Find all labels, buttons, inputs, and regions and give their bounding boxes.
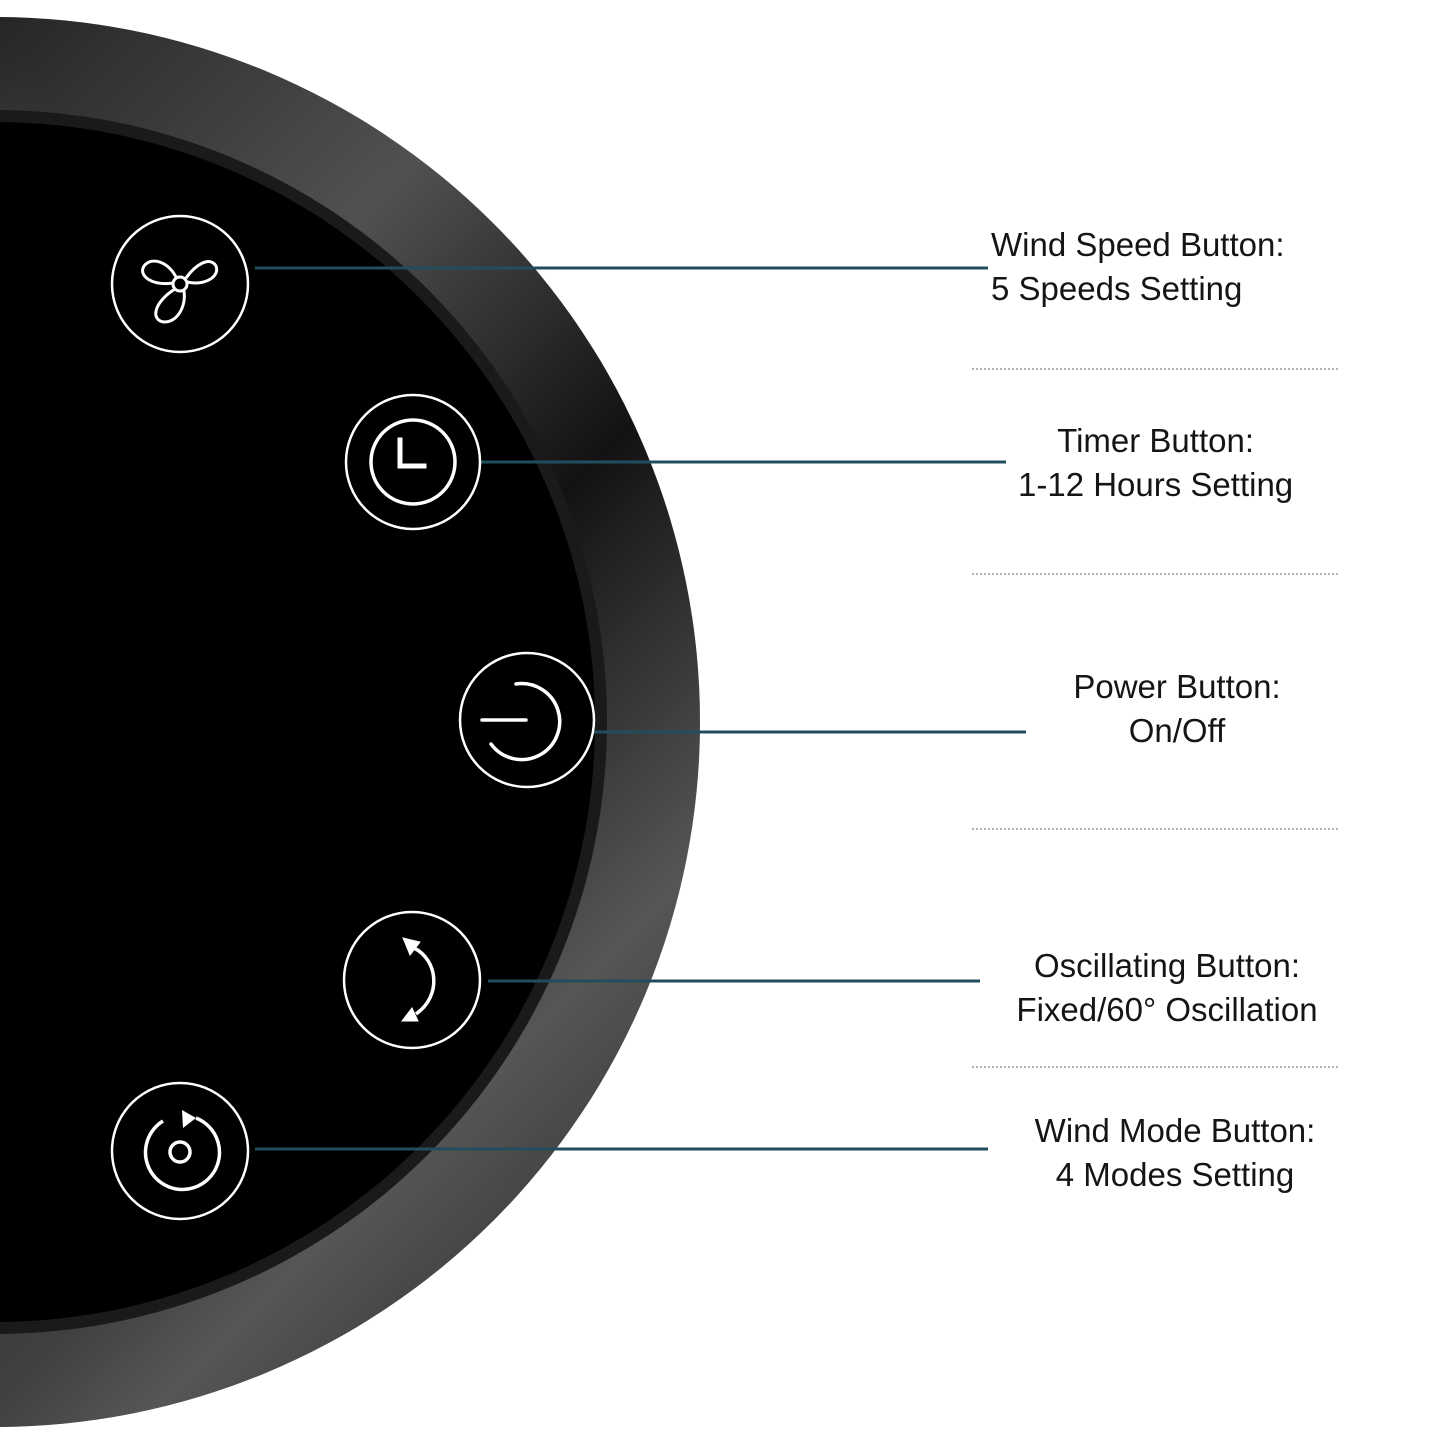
separators bbox=[972, 368, 1340, 1068]
oscillating-label: Oscillating Button: Fixed/60° Oscillatio… bbox=[999, 944, 1335, 1032]
panel-face bbox=[0, 122, 595, 1322]
timer-button[interactable] bbox=[344, 393, 482, 531]
wind-speed-button[interactable] bbox=[110, 214, 250, 354]
wind-mode-detail: 4 Modes Setting bbox=[1055, 1156, 1295, 1193]
timer-detail: 1-12 Hours Setting bbox=[1018, 466, 1294, 503]
wind-speed-detail: 5 Speeds Setting bbox=[991, 270, 1243, 307]
wind-mode-title: Wind Mode Button: bbox=[1034, 1112, 1316, 1149]
power-button[interactable] bbox=[458, 651, 596, 789]
power-title: Power Button: bbox=[1073, 668, 1281, 705]
power-detail: On/Off bbox=[1128, 712, 1226, 749]
fan-icon bbox=[141, 259, 219, 324]
power-label: Power Button: On/Off bbox=[1062, 665, 1292, 753]
wind-mode-label: Wind Mode Button: 4 Modes Setting bbox=[1018, 1109, 1332, 1197]
timer-label: Timer Button: 1-12 Hours Setting bbox=[1018, 419, 1293, 507]
oscillating-title: Oscillating Button: bbox=[1034, 947, 1300, 984]
timer-title: Timer Button: bbox=[1057, 422, 1254, 459]
mode-cycle-icon bbox=[143, 1110, 222, 1192]
power-icon bbox=[480, 681, 562, 762]
wind-mode-button[interactable] bbox=[110, 1081, 250, 1221]
leader-lines bbox=[255, 266, 1026, 1151]
oscillation-arrows-icon bbox=[400, 937, 436, 1022]
oscillating-button[interactable] bbox=[342, 910, 482, 1050]
wind-speed-label: Wind Speed Button: 5 Speeds Setting bbox=[991, 223, 1285, 311]
oscillating-detail: Fixed/60° Oscillation bbox=[1016, 991, 1318, 1028]
clock-icon bbox=[369, 418, 457, 506]
wind-speed-title: Wind Speed Button: bbox=[991, 226, 1285, 263]
